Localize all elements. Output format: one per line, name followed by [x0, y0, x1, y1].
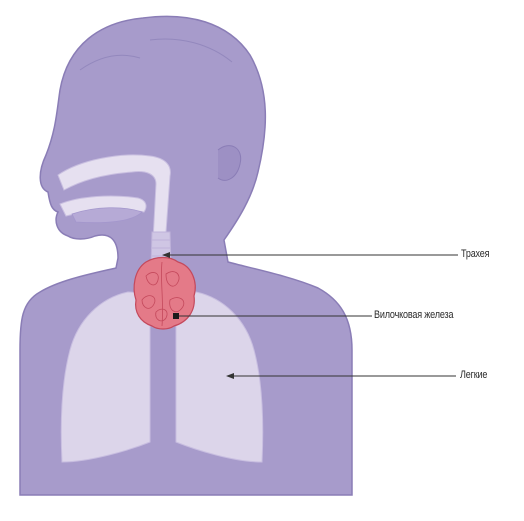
pointer-thymus-dot	[173, 313, 179, 319]
label-lungs: Легкие	[460, 369, 487, 381]
label-trachea: Трахея	[461, 248, 489, 260]
label-thymus: Вилочковая железа	[374, 309, 453, 321]
thymus	[134, 258, 195, 330]
